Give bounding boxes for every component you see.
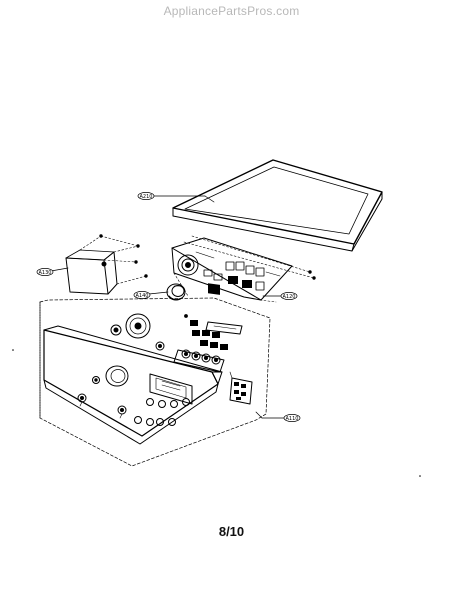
watermark-text: AppliancePartsPros.com — [163, 4, 300, 18]
callout-a120: A120 — [280, 292, 298, 300]
control-panel-part — [39, 297, 271, 467]
svg-text:A210: A210 — [140, 194, 153, 200]
callout-a210: A210 — [137, 192, 155, 200]
callout-a130: A130 — [36, 268, 54, 276]
callout-a140: A140 — [133, 291, 151, 299]
svg-text:A110: A110 — [286, 416, 299, 422]
svg-text:A120: A120 — [283, 294, 296, 300]
svg-text:A130: A130 — [39, 270, 52, 276]
pcb-board-part — [171, 235, 316, 303]
page-number: 8/10 — [218, 524, 245, 539]
svg-text:A140: A140 — [136, 293, 149, 299]
callout-a110: A110 — [283, 414, 301, 422]
leader-lines — [50, 195, 287, 419]
knob-part — [166, 283, 186, 301]
enclosure-box-part — [65, 234, 148, 295]
top-cover-part — [172, 159, 383, 252]
